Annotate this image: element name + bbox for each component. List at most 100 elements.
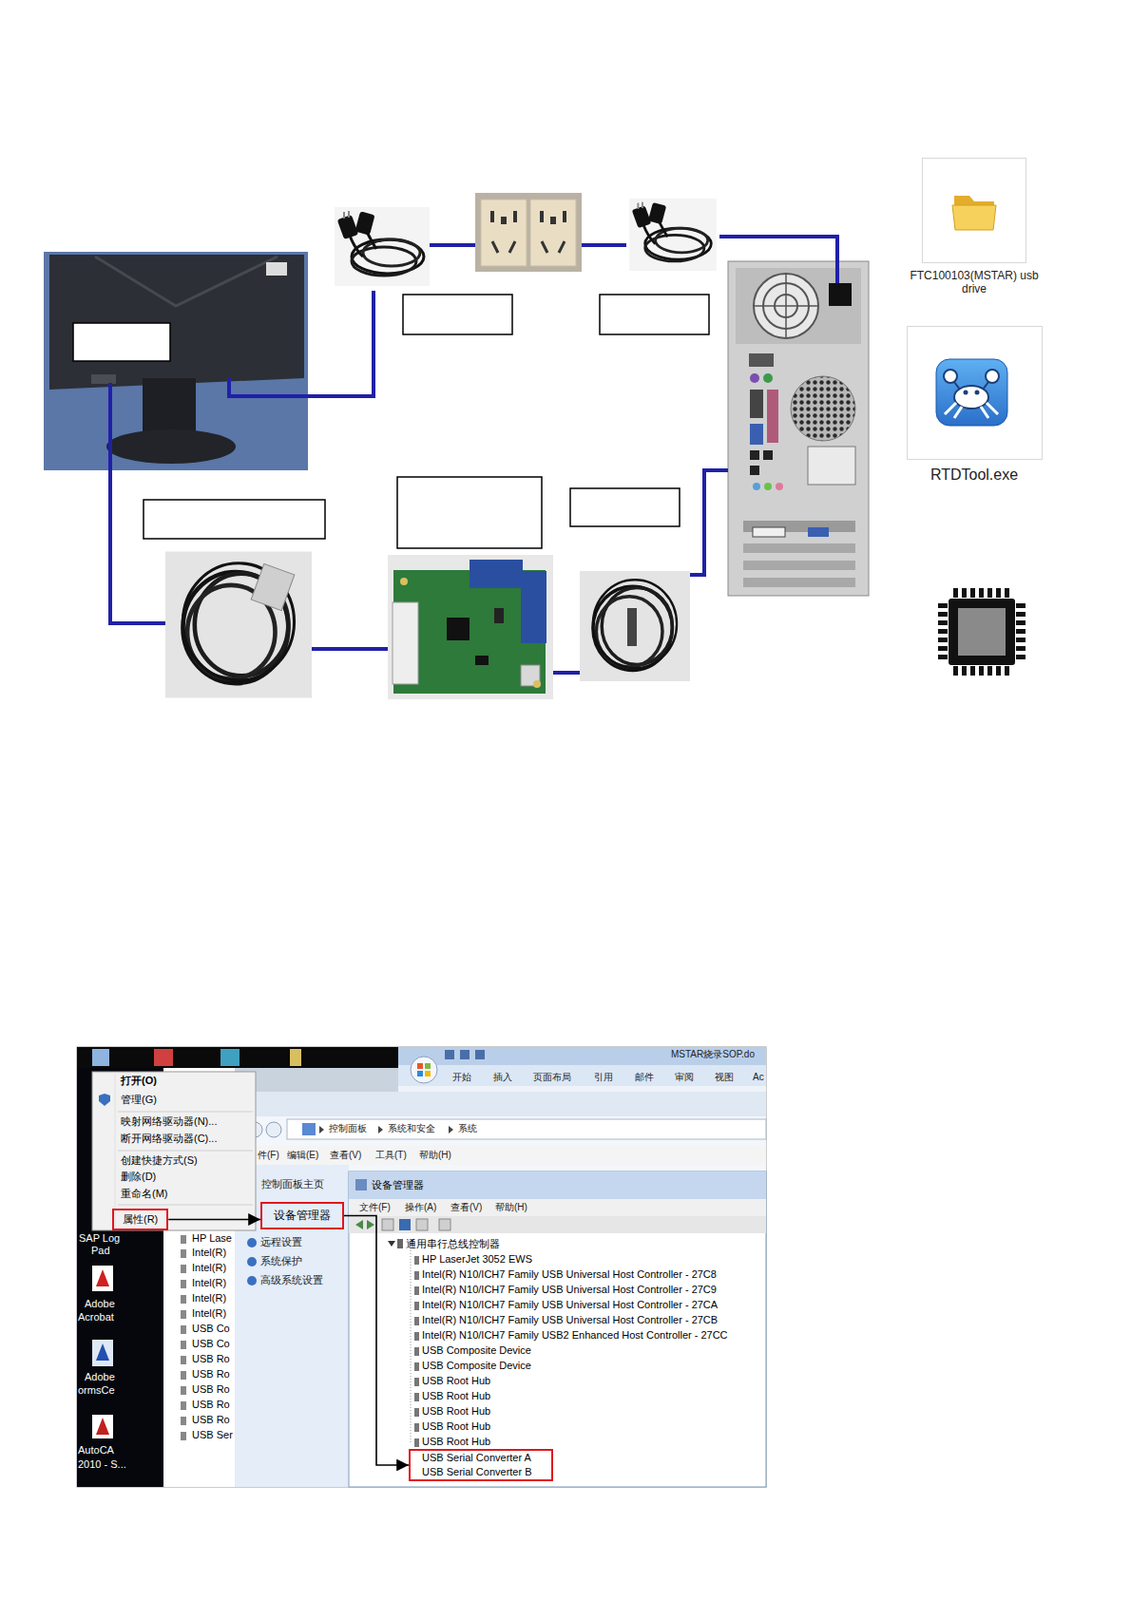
screen-label: Adobe [84,1298,116,1311]
wiring-line [311,647,388,652]
screen-label: USB Root Hub [421,1420,491,1434]
screenshot [98,1093,111,1107]
screenshot [234,1092,767,1172]
pc-tower-photo [790,376,856,441]
screenshot [76,1047,399,1069]
pc-tower-photo [807,446,856,485]
screen-label: Ac [752,1072,765,1084]
pc-tower-photo [752,482,761,491]
pc-tower-photo [749,389,764,419]
adapter-board-photo [494,608,504,624]
list-item-icon [180,1310,187,1320]
screen-label: 打开(O) [120,1074,157,1088]
screen-label: Intel(R) N10/ICH7 Family USB Universal H… [421,1314,718,1327]
screen-label: 编辑(E) [287,1150,319,1162]
wiring-line [110,383,166,624]
screenshot [355,1220,364,1230]
blank-label-box [402,294,513,335]
power-strip-photo [562,210,567,223]
screen-label: 查看(V) [450,1202,482,1214]
adapter-board-photo [392,602,419,685]
screen-label: Intel(R) [191,1246,227,1260]
screen-label: 页面布局 [533,1072,572,1084]
screenshot [355,1179,367,1191]
screen-label: Intel(R) N10/ICH7 Family USB Universal H… [421,1284,717,1297]
screen-label: 视图 [714,1072,734,1084]
power-strip-photo [530,199,576,267]
list-item-icon [180,1295,187,1304]
adapter-board-photo [400,577,408,586]
screenshot [475,1050,485,1060]
screenshot [439,1219,451,1231]
screenshot [319,1126,325,1134]
screenshot [417,1071,423,1077]
node-text: 设备管理器 [273,1208,331,1224]
screenshot [234,1092,767,1117]
pc-tower-photo [763,450,773,461]
icon-frame [906,325,1043,461]
folder-icon [952,205,997,231]
list-item-icon [180,1280,187,1289]
screenshot [95,1418,110,1436]
wiring-line [719,236,838,284]
screenshot [417,1063,423,1070]
rtdtool-icon [986,402,998,415]
screenshot [302,1123,316,1136]
wiring-line [110,236,838,673]
screenshot [247,1276,257,1286]
pc-tower-photo [785,273,787,339]
power-strip-photo [500,216,507,225]
screen-label: 创建快捷方式(S) [120,1154,198,1168]
blank-label-box [143,499,326,539]
screenshot [163,1227,235,1488]
screen-label: 通用串行总线控制器 [405,1238,500,1251]
screen-label: Intel(R) [191,1262,227,1275]
wiring-line [581,243,627,248]
power-strip-photo [475,192,582,272]
screen-label: 插入 [493,1072,513,1084]
screen-label: Pad [91,1245,111,1258]
icon-tile: RTDTool.exe [902,325,1046,484]
chip-icon [1015,603,1026,663]
pc-tower-photo [735,268,862,345]
screen-label: 开始 [452,1072,472,1084]
rtdtool-icon [985,369,999,384]
screen-label: 断开网络驱动器(C)... [120,1132,217,1146]
wiring-line [229,290,374,397]
screen-label: SAP Log [78,1232,120,1246]
monitor-photo [43,251,308,471]
highlight-box: USB Serial Converter AUSB Serial Convert… [408,1449,554,1482]
node-text: USB Serial Converter B [421,1465,533,1480]
monitor-photo [91,374,116,384]
screenshot [247,1257,257,1267]
screen-label: USB Ro [191,1383,231,1397]
node-text: FTC100103(MSTAR) usb drive [902,268,1046,297]
screen-label: 高级系统设置 [260,1274,324,1287]
adapter-board-photo [387,555,554,700]
screenshot [95,1343,110,1362]
list-item-icon [180,1417,187,1426]
screen-label: 邮件 [634,1072,654,1084]
screen-label: USB Ro [191,1399,231,1412]
dvi-cable-photo [165,552,312,699]
screen-label: 引用 [594,1072,614,1084]
chip-icon [958,608,1006,656]
tree-item-icon [414,1256,420,1266]
adapter-board-photo [393,570,546,694]
screenshot [348,1171,767,1488]
screen-label: Intel(R) N10/ICH7 Family USB Universal H… [421,1299,718,1312]
chip-icon [953,588,1014,598]
pc-tower-photo [749,450,760,461]
screenshot [416,1219,428,1231]
node-text: USB Serial Converter A [421,1451,533,1466]
screenshot [287,1119,767,1140]
screenshot [366,1220,375,1230]
screenshot [444,1050,455,1060]
screen-label: 映射网络驱动器(N)... [120,1115,217,1129]
pc-tower-photo [743,543,856,554]
screenshot [266,1122,282,1138]
screenshot [397,1239,403,1249]
screenshot [153,1049,173,1067]
rtdtool-icon [975,390,980,396]
screen-label: USB Co [191,1338,231,1351]
